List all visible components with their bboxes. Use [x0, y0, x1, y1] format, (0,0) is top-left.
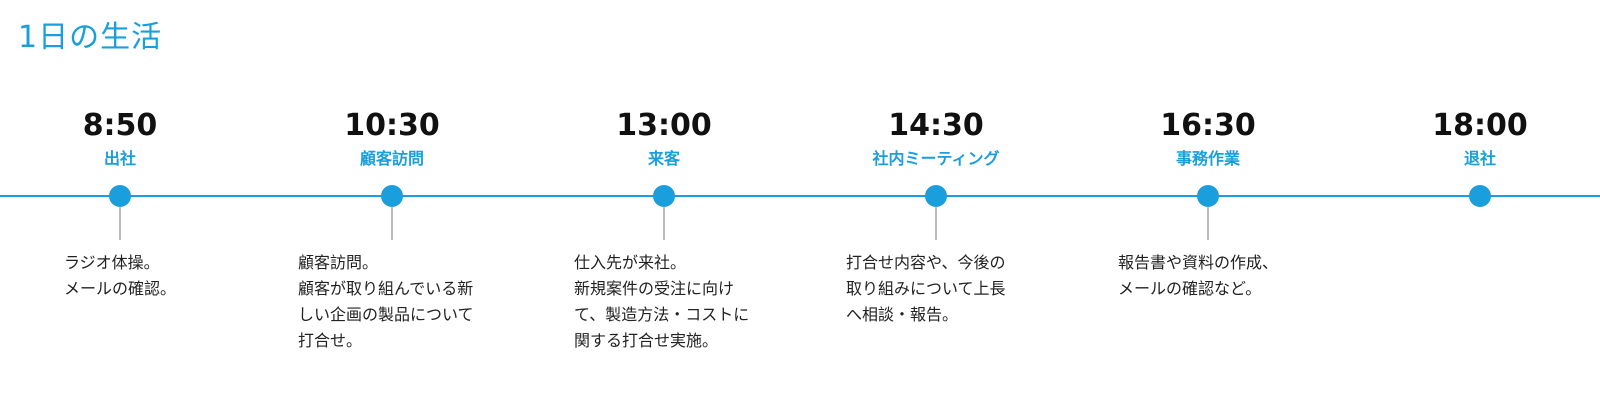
timeline-dot	[109, 185, 131, 207]
event-description: 仕入先が来社。 新規案件の受注に向け て、製造方法・コストに 関する打合せ実施。	[574, 253, 750, 350]
timeline-dot	[925, 185, 947, 207]
timeline-stem	[935, 207, 937, 240]
event-time: 18:00	[1432, 108, 1528, 143]
timeline-dot	[1197, 185, 1219, 207]
event-time: 16:30	[1160, 108, 1256, 143]
event-label: 社内ミーティング	[872, 149, 1000, 168]
timeline-dot	[653, 185, 675, 207]
timeline-stem	[119, 207, 121, 240]
event-description: 顧客訪問。 顧客が取り組んでいる新 しい企画の製品について 打合せ。	[298, 253, 474, 350]
event-time: 10:30	[344, 108, 440, 143]
event-time: 14:30	[888, 108, 984, 143]
timeline-dot	[1469, 185, 1491, 207]
event-label: 事務作業	[1175, 149, 1240, 168]
timeline-stem	[1207, 207, 1209, 240]
event-label: 出社	[103, 149, 136, 168]
event-description: 打合せ内容や、今後の 取り組みについて上長 へ相談・報告。	[846, 253, 1006, 324]
event-label: 退社	[1463, 149, 1496, 168]
event-label: 顧客訪問	[359, 149, 424, 168]
event-description: 報告書や資料の作成、 メールの確認など。	[1118, 253, 1279, 298]
timeline-line	[0, 195, 1600, 197]
timeline-dot	[381, 185, 403, 207]
event-label: 来客	[647, 149, 680, 168]
page-title: 1日の生活	[18, 20, 163, 55]
event-time: 13:00	[616, 108, 712, 143]
timeline-stem	[663, 207, 665, 240]
event-description: ラジオ体操。 メールの確認。	[64, 253, 177, 298]
timeline-stem	[391, 207, 393, 240]
event-time: 8:50	[82, 108, 158, 143]
